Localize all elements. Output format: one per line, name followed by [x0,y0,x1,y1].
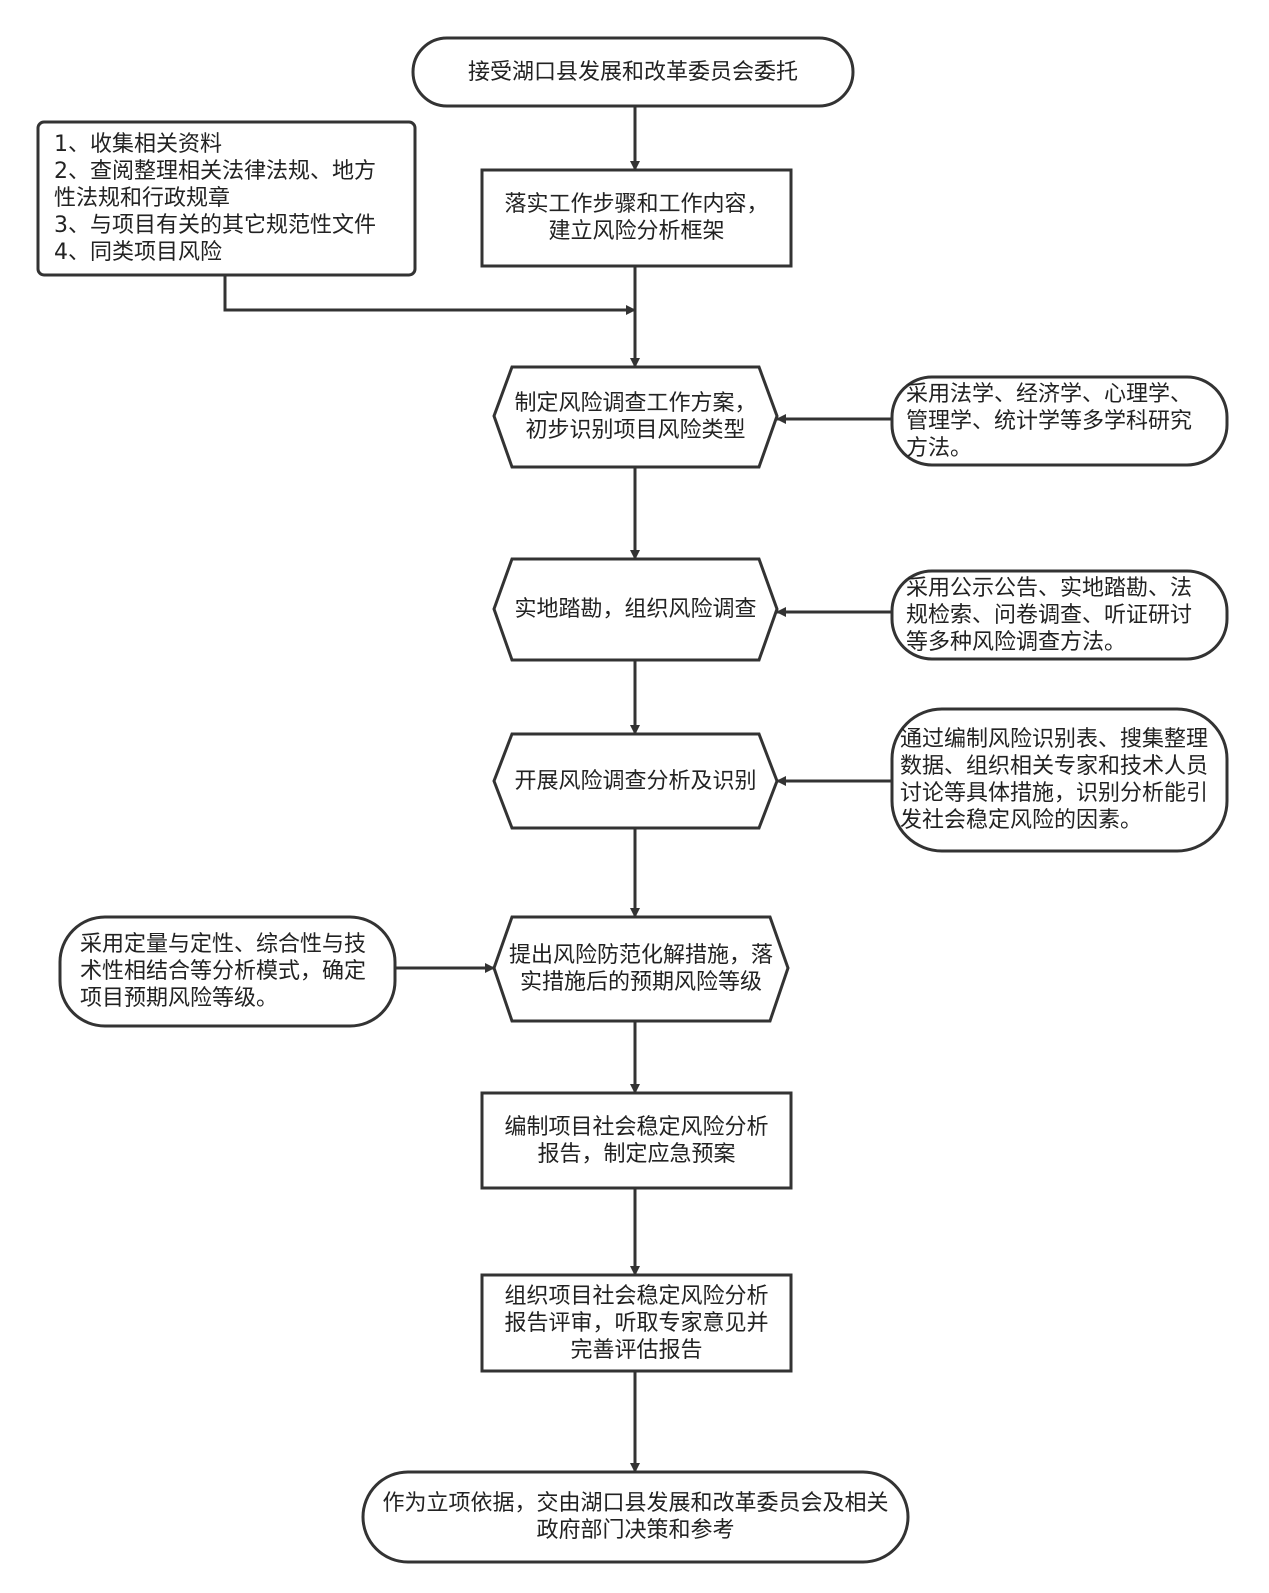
step3-node: 实地踏勘，组织风险调查 [500,559,771,660]
materials-note: 1、收集相关资料 2、查阅整理相关法律法规、地方 性法规和行政规章 3、与项目有… [38,122,415,275]
end-node-label: 作为立项依据，交由湖口县发展和改革委员会及相关 政府部门决策和参考 [382,1491,889,1543]
arrow-materials-to-flow [223,275,636,315]
step7-node: 组织项目社会稳定风险分析 报告评审，听取专家意见并 完善评估报告 [482,1275,791,1371]
survey-methods-note-text: 采用公示公告、实地踏勘、法 规检索、问卷调查、听证研讨 等多种风险调查方法。 [906,575,1193,655]
step4-node-shape [492,732,779,830]
methods-note-shape [890,375,1229,467]
start-node: 接受湖口县发展和改革委员会委托 [413,38,853,106]
step1-node-label: 落实工作步骤和工作内容， 建立风险分析框架 [504,192,769,244]
step3-node-shape [492,557,779,662]
identification-note-text: 通过编制风险识别表、搜集整理 数据、组织相关专家和技术人员 讨论等具体措施，识别… [900,727,1209,833]
materials-note-text: 1、收集相关资料 2、查阅整理相关法律法规、地方 性法规和行政规章 3、与项目有… [54,132,376,265]
step5-node-label: 提出风险防范化解措施，落 实措施后的预期风险等级 [508,943,773,995]
step1-node: 落实工作步骤和工作内容， 建立风险分析框架 [482,170,791,266]
analysis-mode-note-shape [58,915,397,1028]
step2-node-label: 制定风险调查工作方案， 初步识别项目风险类型 [514,391,757,443]
step3-node-label: 实地踏勘，组织风险调查 [514,597,757,622]
step5-node: 提出风险防范化解措施，落 实措施后的预期风险等级 [496,917,786,1021]
step6-node-label: 编制项目社会稳定风险分析 报告，制定应急预案 [504,1114,769,1167]
step2-node: 制定风险调查工作方案， 初步识别项目风险类型 [500,367,771,467]
analysis-mode-note: 采用定量与定性、综合性与技 术性相结合等分析模式，确定 项目预期风险等级。 [60,917,395,1026]
step6-node: 编制项目社会稳定风险分析 报告，制定应急预案 [482,1093,791,1188]
identification-note: 通过编制风险识别表、搜集整理 数据、组织相关专家和技术人员 讨论等具体措施，识别… [892,709,1227,851]
start-node-label: 接受湖口县发展和改革委员会委托 [467,59,798,85]
step2-node-shape [492,365,779,469]
step4-node: 开展风险调查分析及识别 [500,734,771,828]
survey-methods-note: 采用公示公告、实地踏勘、法 规检索、问卷调查、听证研讨 等多种风险调查方法。 [892,571,1227,659]
start-node-shape [411,36,855,108]
step4-node-label: 开展风险调查分析及识别 [514,768,757,794]
step7-node-label: 组织项目社会稳定风险分析 报告评审，听取专家意见并 完善评估报告 [504,1283,769,1363]
methods-note: 采用法学、经济学、心理学、 管理学、统计学等多学科研究 方法。 [892,377,1227,465]
survey-methods-note-shape [890,569,1229,661]
end-node: 作为立项依据，交由湖口县发展和改革委员会及相关 政府部门决策和参考 [363,1472,908,1562]
analysis-mode-note-text: 采用定量与定性、综合性与技 术性相结合等分析模式，确定 项目预期风险等级。 [80,932,367,1011]
methods-note-text: 采用法学、经济学、心理学、 管理学、统计学等多学科研究 方法。 [906,381,1193,461]
